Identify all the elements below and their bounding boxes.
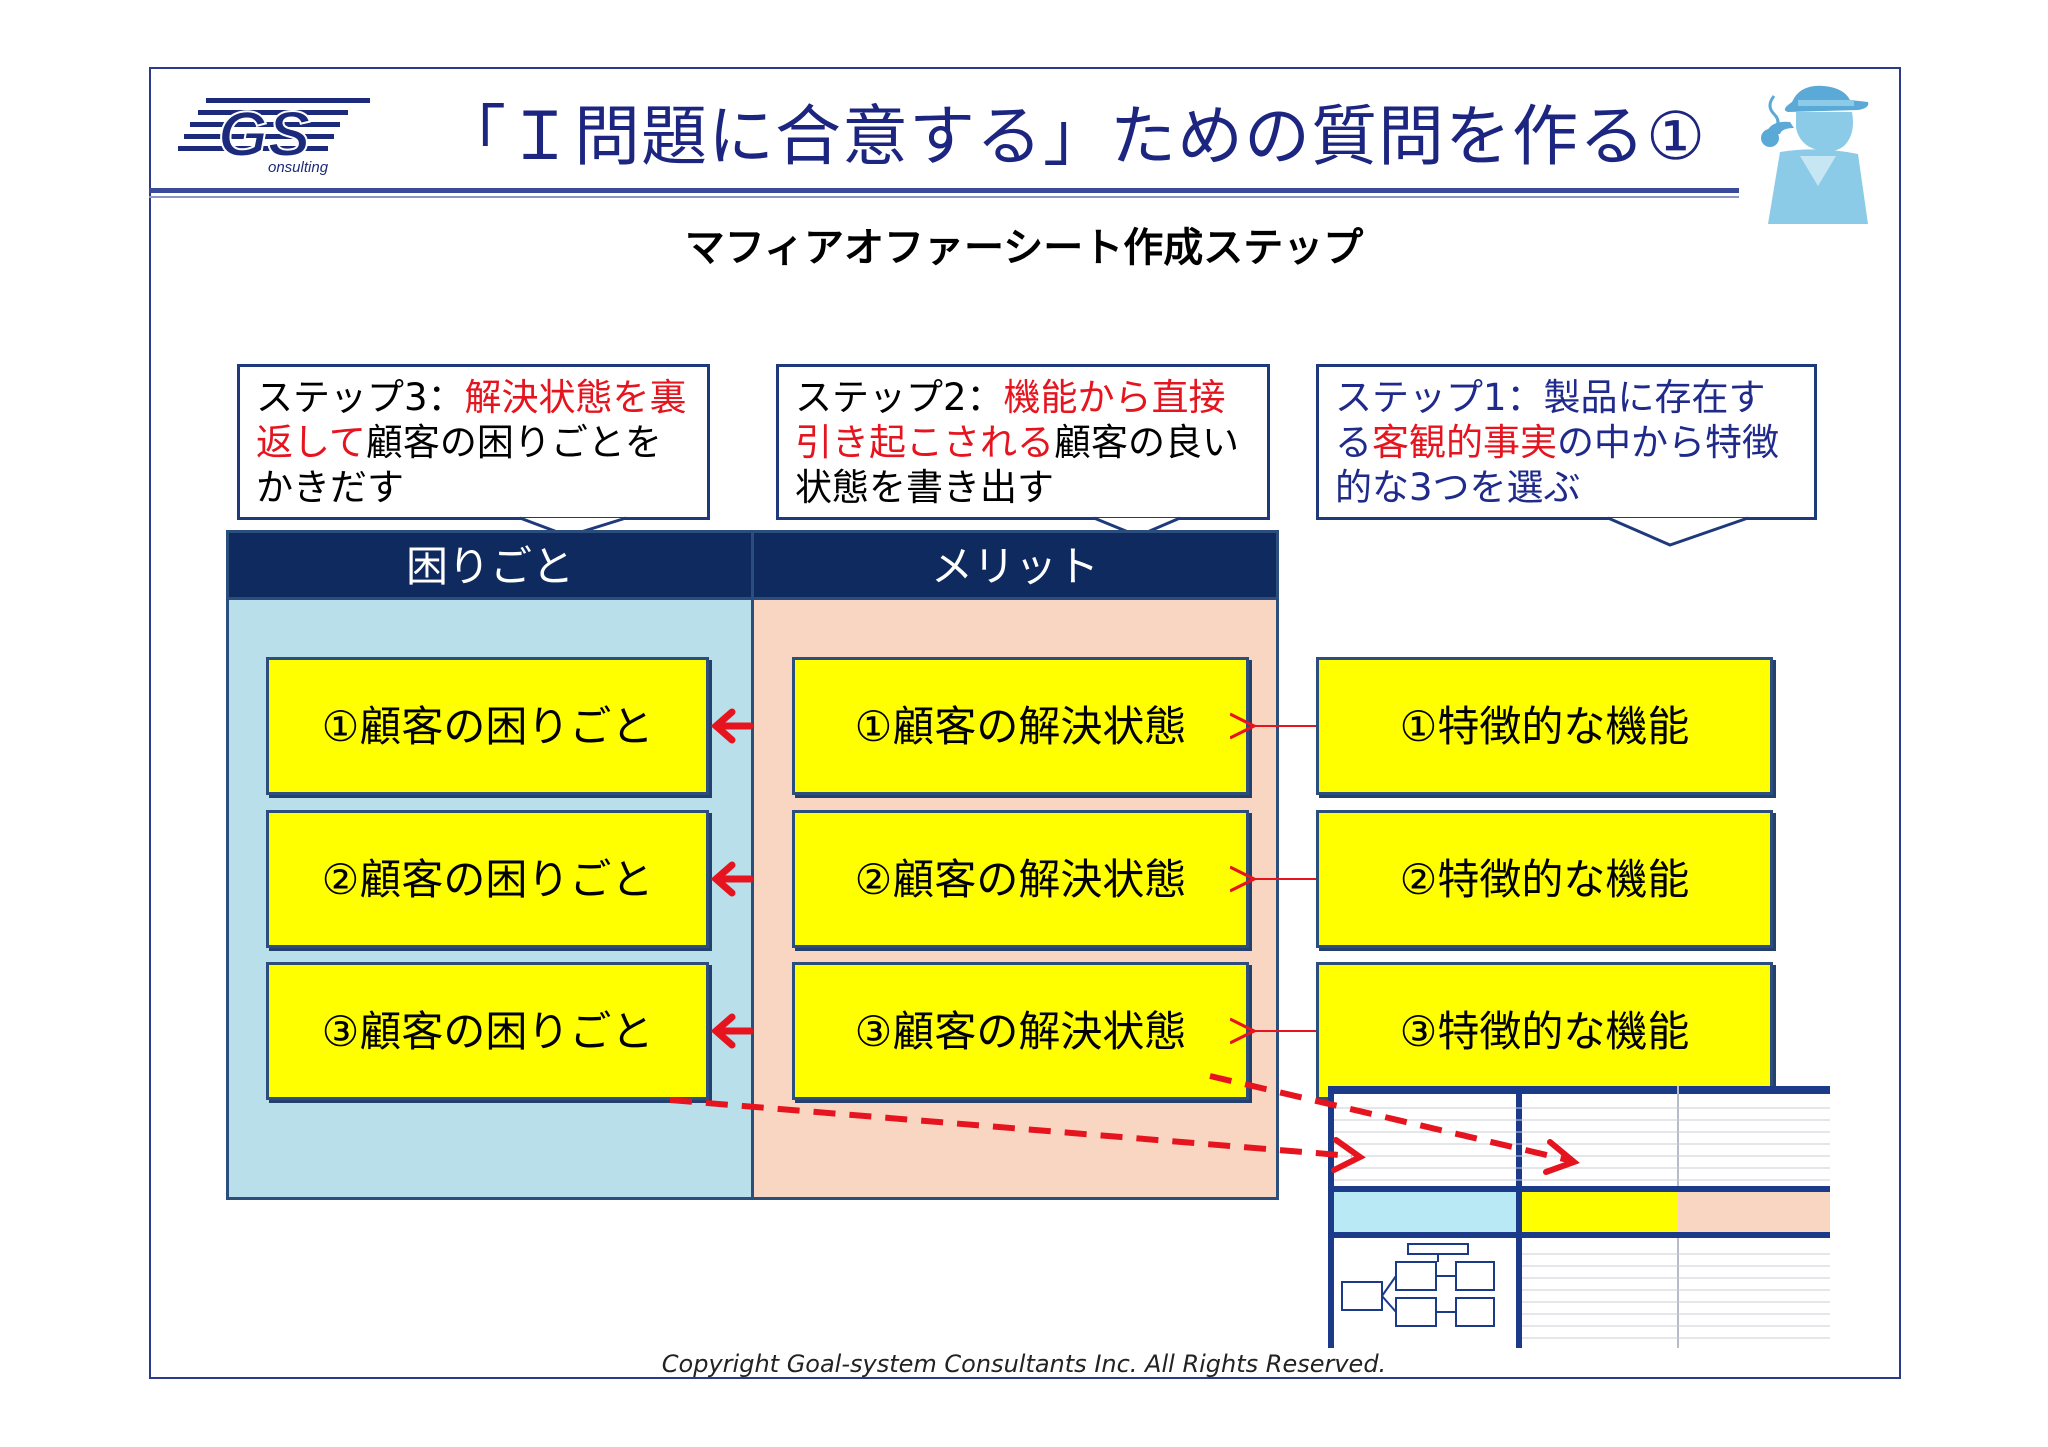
arrow-merit-2 bbox=[710, 861, 754, 897]
merit-box-2: ②顧客の解決状態 bbox=[792, 810, 1249, 948]
merit-box-1: ①顧客の解決状態 bbox=[792, 657, 1249, 795]
problem-box-2: ②顧客の困りごと bbox=[266, 810, 709, 948]
dashed-arrow-merits bbox=[1209, 1073, 1569, 1163]
logo-sub: onsulting bbox=[268, 159, 329, 176]
step2-prefix: ステップ2： bbox=[795, 376, 1004, 419]
arrow-merit-3 bbox=[710, 1013, 754, 1049]
problem-box-1: ①顧客の困りごと bbox=[266, 657, 709, 795]
copyright-footer: Copyright Goal-system Consultants Inc. A… bbox=[661, 1350, 1387, 1378]
problem-box-3: ③顧客の困りごと bbox=[266, 962, 709, 1100]
callout-step1: ステップ1：製品に存在する客観的事実の中から特徴的な3つを選ぶ bbox=[1316, 364, 1817, 520]
step3-prefix: ステップ3： bbox=[256, 376, 465, 419]
feature-box-1: ①特徴的な機能 bbox=[1316, 657, 1773, 795]
step2-rest: 顧客の良い状態を書き出す bbox=[795, 421, 1239, 509]
step3-emphasis: 解決状態を裏返して bbox=[256, 376, 687, 464]
mafia-offer-sheet-thumbnail bbox=[1328, 1086, 1830, 1348]
merit-box-3: ③顧客の解決状態 bbox=[792, 962, 1249, 1100]
logo-text: GS bbox=[218, 98, 311, 170]
page-title: 「Ｉ問題に合意する」ための質問を作る① bbox=[440, 98, 1707, 175]
step1-rest: の中から特徴的な3つを選ぶ bbox=[1335, 421, 1779, 509]
feature-box-2: ②特徴的な機能 bbox=[1316, 810, 1773, 948]
slide-frame bbox=[149, 67, 1901, 1379]
arrow-merit-1 bbox=[710, 708, 754, 744]
step1-emphasis: 客観的事実 bbox=[1372, 421, 1557, 464]
dashed-arrow-problems bbox=[669, 1097, 1353, 1159]
title-underline-thin bbox=[149, 196, 1739, 198]
gs-logo: GS onsulting bbox=[178, 97, 370, 176]
callout-step2: ステップ2：機能から直接引き起こされる顧客の良い状態を書き出す bbox=[776, 364, 1270, 520]
detective-icon bbox=[1740, 76, 1890, 224]
merits-header: メリット bbox=[751, 530, 1279, 600]
step2-emphasis: 機能から直接引き起こされる bbox=[795, 376, 1226, 464]
sheet-steps-subtitle: マフィアオファーシート作成ステップ bbox=[684, 225, 1364, 271]
step1-prefix: ステップ1：製品に存在する bbox=[1335, 376, 1766, 464]
title-underline bbox=[149, 188, 1739, 193]
problems-header: 困りごと bbox=[226, 530, 754, 600]
callout-step3: ステップ3：解決状態を裏返して顧客の困りごとをかきだす bbox=[237, 364, 710, 520]
step3-rest: 顧客の困りごとをかきだす bbox=[256, 421, 662, 509]
